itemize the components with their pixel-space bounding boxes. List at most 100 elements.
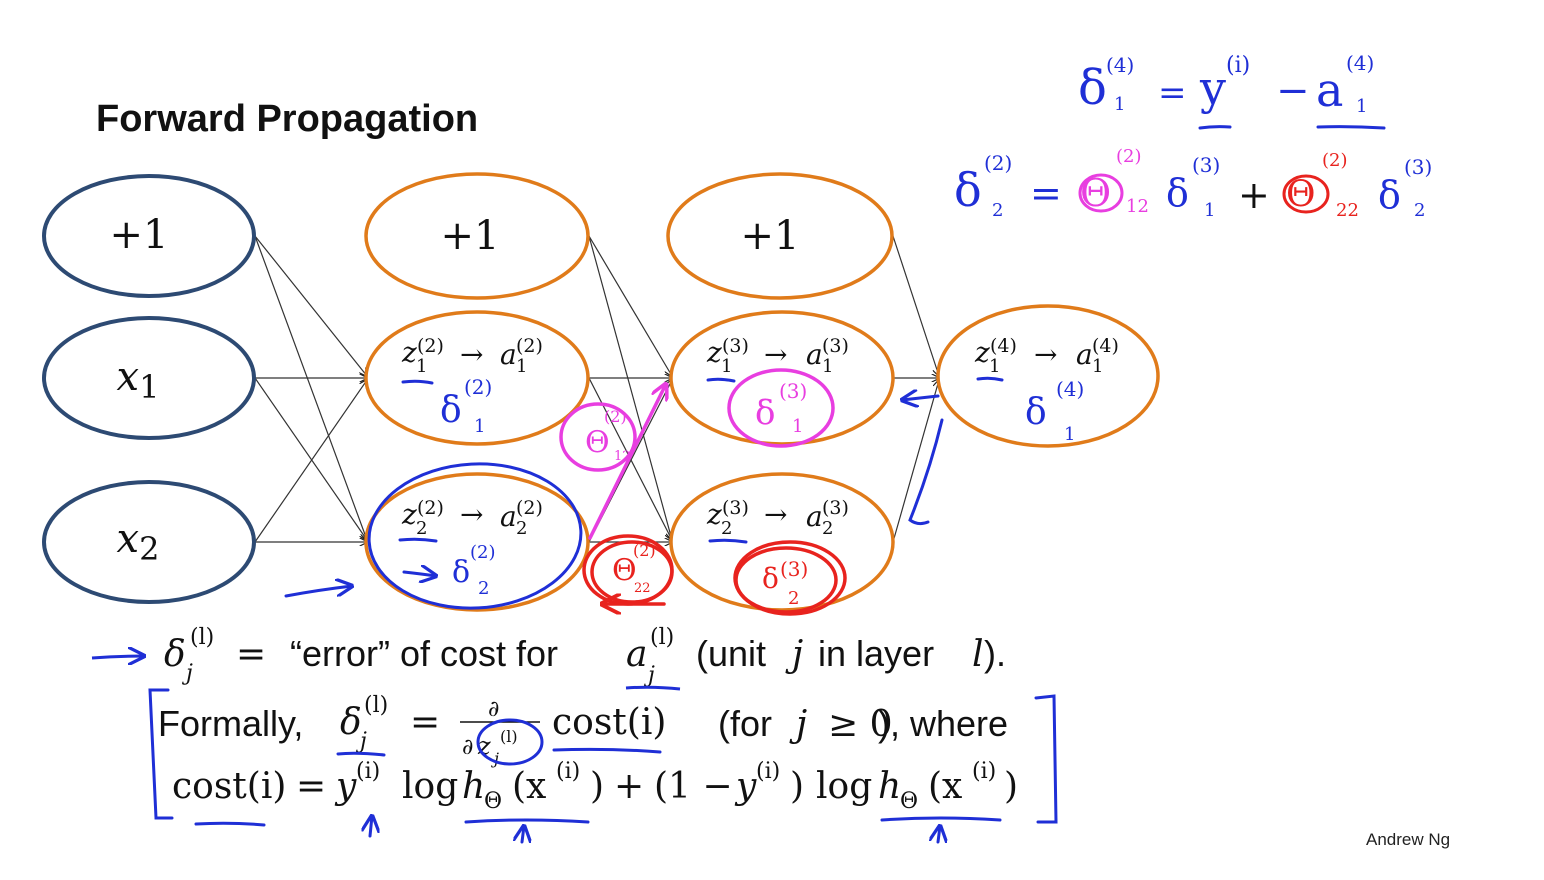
svg-text:(x: (x xyxy=(928,766,962,807)
blue-back-arrow-l2u2 xyxy=(284,586,352,598)
svg-text:j: j xyxy=(491,749,499,768)
svg-text:log: log xyxy=(402,766,458,807)
svg-text:cost(i): cost(i) xyxy=(172,766,286,807)
svg-text:2: 2 xyxy=(516,518,527,539)
svg-text:j: j xyxy=(785,634,803,675)
layer2-unit2-za: z (2) 2 → a (2) 2 xyxy=(401,497,543,539)
svg-text:(i): (i) xyxy=(556,759,580,784)
svg-text:Θ: Θ xyxy=(900,789,918,814)
slide-title: Forward Propagation xyxy=(96,98,479,140)
blue-down-arrow-l4 xyxy=(908,418,944,526)
svg-text:12: 12 xyxy=(1126,196,1149,217)
cost-annotations xyxy=(194,816,1002,844)
svg-text:1: 1 xyxy=(792,416,803,437)
definition-line: δ (l) j = “error” of cost for a (l) j (u… xyxy=(91,625,1006,691)
svg-text:(2): (2) xyxy=(1116,146,1142,167)
svg-text:(unit: (unit xyxy=(696,633,766,674)
svg-text:=: = xyxy=(1158,73,1187,113)
svg-text:(3): (3) xyxy=(822,497,849,519)
svg-text:(3): (3) xyxy=(1192,153,1220,177)
svg-text:(l): (l) xyxy=(650,625,674,650)
svg-text:Θ: Θ xyxy=(484,789,502,814)
svg-text:(3): (3) xyxy=(822,335,849,357)
svg-text:a: a xyxy=(500,500,517,533)
svg-text:a: a xyxy=(1076,338,1093,371)
svg-text:δ: δ xyxy=(755,393,775,433)
svg-text:z: z xyxy=(401,498,417,531)
svg-text:δ: δ xyxy=(440,390,462,431)
layer2-bias-label: +1 xyxy=(441,213,500,259)
layer3-bias-node xyxy=(666,172,894,300)
svg-text:(4): (4) xyxy=(1056,377,1084,401)
svg-text:a: a xyxy=(806,500,823,533)
svg-text:y: y xyxy=(334,766,357,807)
svg-text:(3): (3) xyxy=(722,335,749,357)
svg-text:): ) xyxy=(790,766,804,807)
svg-text:=: = xyxy=(410,702,440,743)
svg-text:a: a xyxy=(500,338,517,371)
z-underline-l2u1 xyxy=(401,379,434,385)
layer3-unit1-za: z (3) 1 → a (3) 1 xyxy=(706,335,849,377)
handwritten-eq2-circles xyxy=(1078,173,1330,214)
svg-text:2: 2 xyxy=(788,588,799,609)
cost-line: cost(i) = y (i) log h Θ (x (i) ) + (1 − … xyxy=(172,759,1018,814)
layer4-unit1-delta: δ (4) 1 xyxy=(1025,377,1084,445)
svg-text:(2): (2) xyxy=(417,497,444,519)
svg-text:h: h xyxy=(878,766,901,807)
svg-text:→: → xyxy=(460,498,483,531)
svg-text:=: = xyxy=(1030,171,1062,215)
svg-text:2: 2 xyxy=(992,200,1003,221)
svg-text:→: → xyxy=(460,338,483,371)
svg-text:a: a xyxy=(1316,63,1343,117)
svg-text:δ: δ xyxy=(954,163,982,217)
svg-text:∂: ∂ xyxy=(488,697,499,722)
svg-text:(4): (4) xyxy=(1346,51,1374,75)
svg-text:(2): (2) xyxy=(470,542,496,563)
svg-text:δ: δ xyxy=(762,562,779,595)
svg-text:y: y xyxy=(1199,61,1226,115)
input-bias-node xyxy=(42,174,256,298)
formal-annotations xyxy=(336,718,662,766)
pink-weight-label: Θ (2) 12 xyxy=(585,407,631,464)
svg-text:+: + xyxy=(614,766,644,807)
svg-text:δ: δ xyxy=(1078,60,1107,116)
svg-text:2: 2 xyxy=(478,578,489,599)
svg-text:cost(i): cost(i) xyxy=(552,702,666,743)
svg-text:→: → xyxy=(764,498,787,531)
svg-text:z: z xyxy=(706,498,722,531)
layer4-unit1-node xyxy=(936,304,1160,448)
svg-text:(2): (2) xyxy=(984,151,1012,175)
svg-text:(2): (2) xyxy=(417,335,444,357)
formal-brackets xyxy=(148,688,1058,824)
svg-text:(l): (l) xyxy=(364,693,388,718)
svg-text:2: 2 xyxy=(822,518,833,539)
svg-text:(2): (2) xyxy=(604,407,627,426)
svg-text:+: + xyxy=(1238,173,1270,217)
svg-text:(2): (2) xyxy=(516,335,543,357)
svg-text:2: 2 xyxy=(416,518,427,539)
svg-text:“error” of cost for: “error” of cost for xyxy=(290,633,558,674)
svg-text:=: = xyxy=(236,634,266,675)
layer2-unit1-za: z (2) 1 → a (2) 1 xyxy=(401,335,543,377)
blue-back-arrow-l4 xyxy=(902,396,940,400)
svg-text:l: l xyxy=(972,634,984,675)
svg-text:(i): (i) xyxy=(1226,53,1250,78)
svg-text:y: y xyxy=(734,766,757,807)
svg-text:1: 1 xyxy=(1356,96,1367,117)
svg-text:(2): (2) xyxy=(464,375,492,399)
svg-text:(4): (4) xyxy=(1092,335,1119,357)
svg-text:1: 1 xyxy=(1204,200,1215,221)
svg-text:∂: ∂ xyxy=(462,735,473,760)
svg-text:(4): (4) xyxy=(1106,53,1134,77)
red-weight-label: Θ (2) 22 xyxy=(612,541,656,596)
red-annotations xyxy=(582,534,847,616)
input-node-x1 xyxy=(42,316,256,440)
layer2-unit1-node xyxy=(364,310,590,446)
svg-text:δ: δ xyxy=(452,555,470,590)
layer2-unit1-delta: δ (2) 1 xyxy=(440,375,492,437)
layer2-unit2-delta: δ (2) 2 xyxy=(452,542,496,599)
svg-text:(3): (3) xyxy=(780,557,808,581)
svg-text:δ: δ xyxy=(1166,171,1189,215)
blue-inner-arrow-l2u2 xyxy=(402,572,436,576)
svg-text:→: → xyxy=(1034,338,1057,371)
